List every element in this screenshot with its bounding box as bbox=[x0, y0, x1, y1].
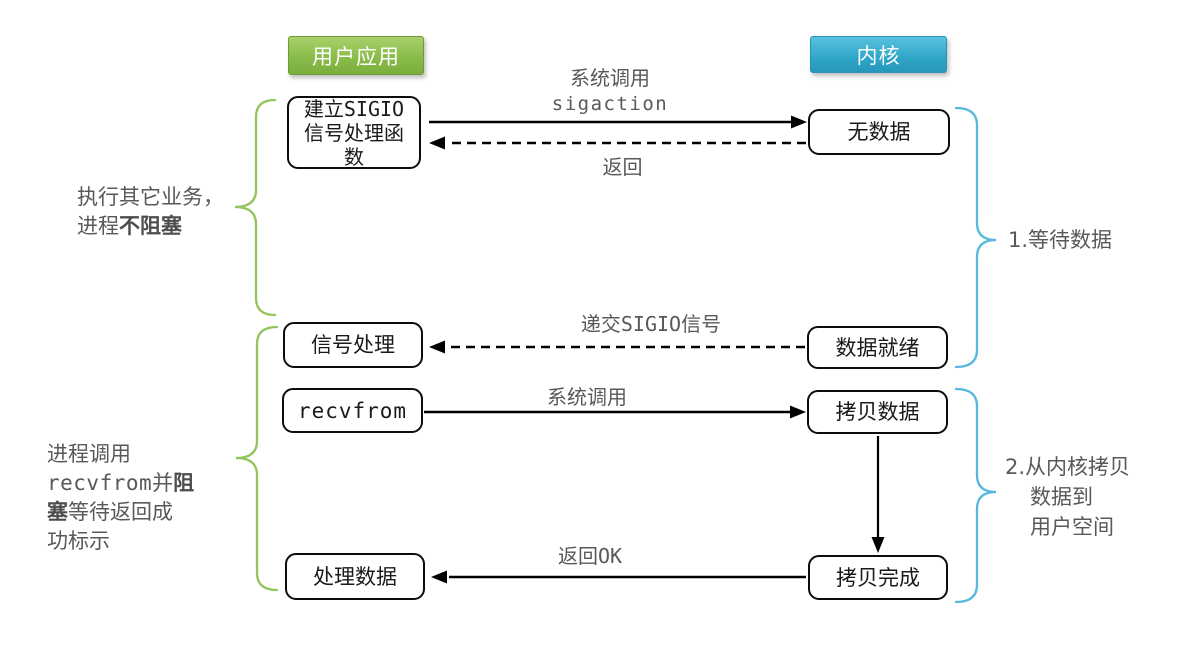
node-signal-handling-label: 信号处理 bbox=[311, 333, 395, 357]
brace-left-bottom bbox=[235, 325, 279, 592]
arrow-copy-progress-head bbox=[871, 537, 885, 553]
brace-right-bottom bbox=[954, 387, 997, 604]
header-kernel-label: 内核 bbox=[856, 43, 901, 68]
node-no-data-label: 无数据 bbox=[847, 120, 911, 144]
arrow-deliver-sigio-head bbox=[429, 340, 445, 354]
node-setup-sigio-handler: 建立SIGIO 信号处理函 数 bbox=[287, 96, 421, 169]
node-signal-handling: 信号处理 bbox=[283, 322, 423, 368]
node-copy-data: 拷贝数据 bbox=[807, 390, 948, 434]
label-deliver-sigio: 递交SIGIO信号 bbox=[580, 312, 722, 336]
label-return-ok: 返回OK bbox=[557, 544, 623, 568]
annotation-blocking-recvfrom: 进程调用 recvfrom并阻 塞等待返回成 功标示 bbox=[47, 442, 195, 553]
header-kernel: 内核 bbox=[810, 36, 947, 73]
arrow-recvfrom-call-head bbox=[790, 405, 806, 419]
annotation-wait-for-data: 1.等待数据 bbox=[1008, 228, 1113, 252]
node-setup-line1: 建立SIGIO bbox=[303, 96, 405, 121]
node-copy-data-label: 拷贝数据 bbox=[835, 400, 920, 424]
annotation-copy-to-userspace: 2.从内核拷贝 数据到 用户空间 bbox=[1005, 455, 1131, 539]
node-setup-line2: 信号处理函 bbox=[304, 120, 404, 145]
arrow-return-head bbox=[429, 136, 445, 150]
node-process-data: 处理数据 bbox=[285, 553, 425, 600]
node-recvfrom-label: recvfrom bbox=[297, 398, 408, 423]
arrow-sigaction-call-head bbox=[791, 115, 807, 129]
header-user-application-label: 用户应用 bbox=[312, 44, 400, 69]
node-recvfrom: recvfrom bbox=[282, 388, 423, 433]
header-user-application: 用户应用 bbox=[288, 36, 424, 75]
node-process-data-label: 处理数据 bbox=[313, 564, 397, 589]
annotation-no-blocking: 执行其它业务， 进程不阻塞 bbox=[77, 185, 224, 238]
node-copy-done: 拷贝完成 bbox=[808, 555, 948, 600]
label-return: 返回 bbox=[602, 155, 643, 179]
node-copy-done-label: 拷贝完成 bbox=[836, 565, 920, 590]
arrow-return-ok-head bbox=[431, 570, 447, 584]
brace-right-top bbox=[954, 106, 997, 369]
label-syscall-sigaction-line1: 系统调用 bbox=[570, 66, 650, 90]
node-no-data: 无数据 bbox=[808, 109, 950, 155]
node-data-ready-label: 数据就绪 bbox=[835, 335, 920, 360]
label-syscall-recvfrom: 系统调用 bbox=[547, 385, 627, 409]
label-syscall-sigaction-line2: sigaction bbox=[551, 93, 669, 115]
node-data-ready: 数据就绪 bbox=[807, 326, 948, 369]
node-setup-line3: 数 bbox=[344, 144, 364, 169]
